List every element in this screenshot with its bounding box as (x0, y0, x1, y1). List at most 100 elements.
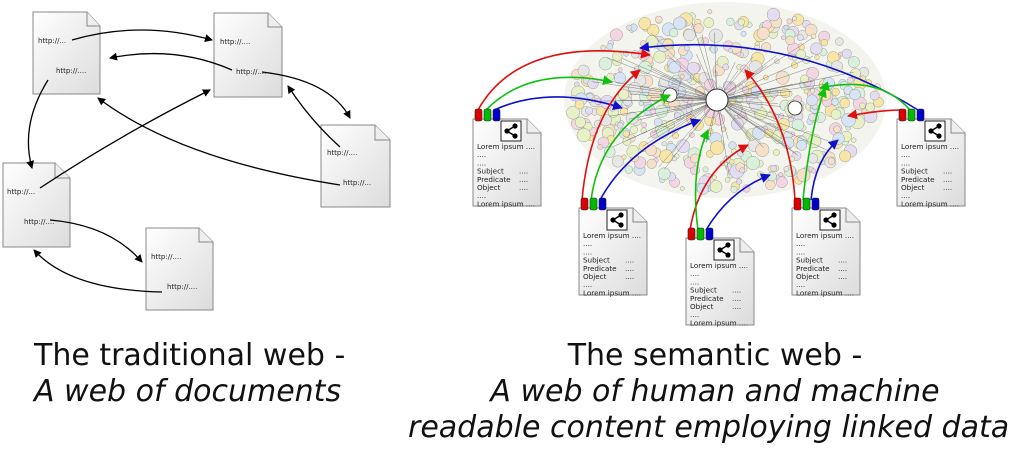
cloud-node (679, 74, 685, 79)
lorem-line: Lorem ipsum .... (477, 142, 535, 151)
triple-tab (811, 197, 820, 211)
share-icon (713, 239, 735, 261)
cloud-node (773, 149, 780, 156)
cloud-node (775, 70, 790, 85)
cloud-node (820, 39, 828, 47)
triple-value: .... (943, 183, 952, 192)
linked-data-arrow (477, 48, 651, 111)
cloud-node (640, 127, 647, 134)
cloud-node (730, 185, 738, 193)
linked-data-arrow (485, 75, 613, 111)
cloud-node (614, 71, 627, 84)
cloud-node (609, 105, 616, 112)
triple-value: .... (838, 256, 847, 265)
cloud-node (574, 99, 585, 110)
cloud-node (791, 118, 805, 132)
cloud-node (792, 16, 797, 21)
cloud-node (576, 128, 591, 143)
traditional-caption: The traditional web - A web of documents (34, 338, 345, 410)
dots-line: .... (901, 191, 910, 200)
cloud-node (703, 17, 715, 29)
share-icon (924, 120, 946, 142)
triple-value: .... (625, 264, 634, 273)
triple-value: .... (519, 175, 528, 184)
linked-data-arrows (477, 41, 919, 231)
triple-value: .... (838, 272, 847, 281)
cloud-node (628, 82, 641, 95)
data-cards: Lorem ipsum ............ Subject.... Predi… (472, 108, 966, 327)
predicate-label: Predicate (796, 264, 830, 273)
cloud-node (778, 113, 784, 119)
cloud-node (672, 16, 687, 30)
doc-b-link-1: http://.... (220, 38, 250, 46)
cloud-node (626, 24, 633, 31)
cloud-node (722, 63, 730, 71)
triple-tab (598, 197, 607, 211)
triple-tab (907, 108, 916, 122)
cloud-node (785, 35, 795, 46)
cloud-node (767, 171, 777, 182)
semantic-caption-line2: A web of human and machine (490, 374, 940, 409)
cloud-node (710, 45, 718, 54)
cloud-node (770, 165, 777, 172)
subject-label: Subject (583, 256, 610, 265)
triple-tab (474, 108, 483, 122)
cloud-node (839, 150, 851, 162)
lorem-line: Lorem ipsum .... (583, 288, 641, 297)
traditional-caption-title: The traditional web - (34, 338, 346, 373)
cloud-node (672, 156, 678, 162)
cloud-node (729, 159, 735, 165)
lorem-line: Lorem ipsum .... (901, 199, 959, 208)
dots-line: .... (477, 150, 486, 159)
dots-line: .... (901, 150, 910, 159)
triple-value: .... (732, 294, 741, 303)
cloud-node (672, 131, 679, 139)
triple-value: .... (625, 256, 634, 265)
cloud-node (833, 125, 841, 133)
lorem-line: Lorem ipsum .... (901, 142, 959, 151)
cloud-node (600, 44, 607, 51)
linked-data-arrow (810, 139, 839, 201)
data-card: Lorem ipsum ............Subject....Predi… (472, 108, 542, 208)
cloud-node (650, 130, 658, 138)
cloud-node (638, 100, 644, 106)
predicate-label: Predicate (477, 175, 511, 184)
object-label: Object (901, 183, 925, 192)
cloud-node (859, 102, 866, 110)
share-icon (606, 209, 628, 231)
cloud-node (688, 132, 695, 138)
cloud-node (709, 180, 723, 193)
cloud-node (736, 178, 743, 185)
cloud-node (597, 144, 604, 150)
cloud-node (629, 125, 638, 134)
cloud-node (640, 40, 647, 47)
cloud-node (687, 61, 700, 75)
dots-line: .... (583, 239, 592, 248)
semantic-web-diagram: Lorem ipsum ............ Subject.... Predi… (472, 2, 966, 327)
triple-tab (483, 108, 492, 122)
cloud-node (748, 98, 763, 112)
cloud-node (776, 176, 788, 188)
document-a: http://... http://.... (32, 11, 101, 95)
cloud-node (757, 171, 764, 178)
cloud-node (791, 61, 798, 69)
linked-data-arrow (599, 118, 701, 201)
triple-tab (916, 108, 925, 122)
cloud-node (781, 35, 786, 41)
triple-tab (898, 108, 907, 122)
cloud-node (851, 137, 857, 143)
document-b: http://.... http://.... (213, 12, 283, 98)
cloud-node (831, 98, 839, 106)
doc-e-link-2: http://.... (167, 283, 197, 291)
triple-tab (687, 227, 696, 241)
triple-tab (802, 197, 811, 211)
document-e: http://.... http://.... (145, 227, 214, 311)
cloud-node (617, 67, 623, 72)
cloud-node (653, 50, 667, 64)
cloud-node (638, 17, 652, 30)
cloud-node (618, 89, 630, 100)
cloud-node (610, 28, 623, 42)
cloud-node (841, 48, 852, 59)
doc-e-link-1: http://.... (151, 253, 181, 261)
cloud-node (796, 168, 811, 183)
